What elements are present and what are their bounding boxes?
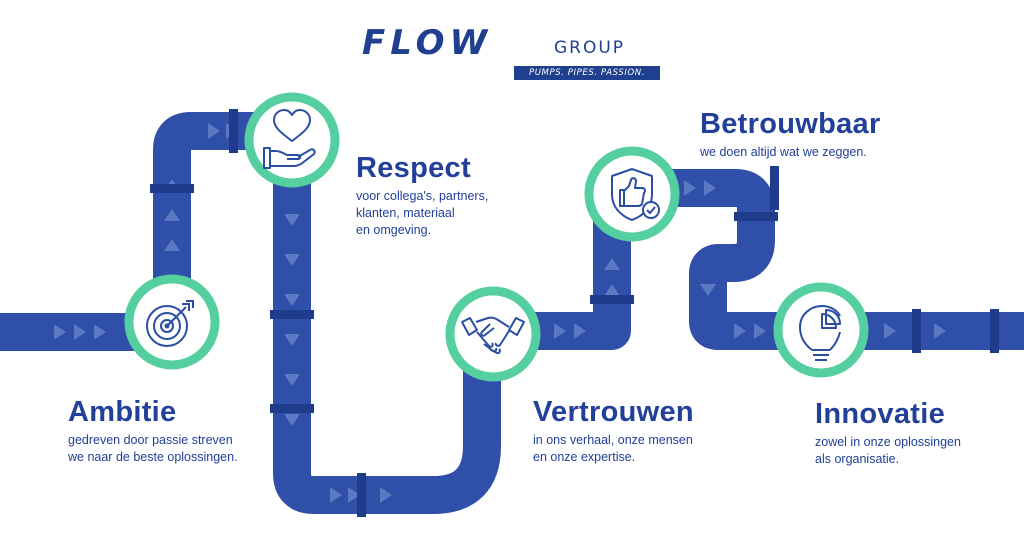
label-ambitie: Ambitie gedreven door passie streven we … [68, 396, 288, 466]
value-title: Innovatie [815, 398, 945, 430]
value-title: Ambitie [68, 396, 177, 428]
value-description: in ons verhaal, onze mensen en onze expe… [533, 432, 763, 466]
value-title: Vertrouwen [533, 396, 694, 428]
shield-thumbs-up-icon [611, 168, 660, 221]
desc-line: we naar de beste oplossingen. [68, 450, 238, 464]
node-innovatie [773, 282, 869, 378]
node-ambitie [124, 274, 220, 370]
desc-line: als organisatie. [815, 452, 900, 466]
target-icon [146, 300, 194, 347]
desc-line: zowel in onze oplossingen [815, 435, 961, 449]
node-betrouwbaar [584, 146, 680, 242]
desc-line: en onze expertise. [533, 450, 636, 464]
value-description: zowel in onze oplossingen als organisati… [815, 434, 1015, 468]
logo-wordmark: FLOW [362, 23, 493, 63]
desc-line: in ons verhaal, onze mensen [533, 433, 693, 447]
desc-line: we doen altijd wat we zeggen. [700, 145, 867, 159]
label-betrouwbaar: Betrouwbaar we doen altijd wat we zeggen… [700, 108, 930, 161]
value-description: gedreven door passie streven we naar de … [68, 432, 288, 466]
value-description: voor collega's, partners, klanten, mater… [356, 188, 536, 239]
node-vertrouwen [445, 286, 541, 382]
desc-line: klanten, materiaal [356, 206, 455, 220]
logo-group-text: GROUP [554, 38, 626, 58]
handshake-icon [461, 316, 525, 355]
node-respect [244, 92, 340, 188]
logo-tagline: PUMPS. PIPES. PASSION. [514, 66, 660, 80]
desc-line: voor collega's, partners, [356, 189, 489, 203]
value-description: we doen altijd wat we zeggen. [700, 144, 930, 161]
desc-line: en omgeving. [356, 223, 432, 237]
label-vertrouwen: Vertrouwen in ons verhaal, onze mensen e… [533, 396, 763, 466]
desc-line: gedreven door passie streven [68, 433, 233, 447]
value-title: Betrouwbaar [700, 108, 881, 140]
value-title: Respect [356, 152, 471, 184]
lightbulb-chart-icon [799, 305, 841, 361]
pipe-joints [150, 109, 999, 517]
flow-group-logo: FLOW GROUP PUMPS. PIPES. PASSION. [362, 26, 662, 82]
label-respect: Respect voor collega's, partners, klante… [356, 152, 536, 239]
heart-hand-icon [263, 109, 316, 169]
label-innovatie: Innovatie zowel in onze oplossingen als … [815, 398, 1015, 468]
